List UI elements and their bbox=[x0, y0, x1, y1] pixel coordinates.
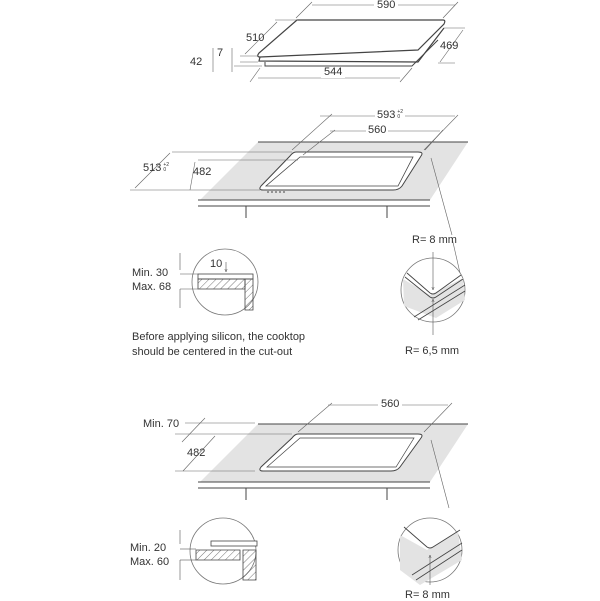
dim-depth-482-standard: 482 bbox=[187, 447, 206, 459]
radius-detail-flush bbox=[400, 237, 466, 335]
edge-detail-standard bbox=[179, 517, 258, 585]
worktop-standard bbox=[198, 423, 468, 500]
dim-width-544: 544 bbox=[321, 67, 346, 78]
edge-detail-flush bbox=[179, 248, 259, 316]
radius-detail-standard bbox=[397, 517, 463, 585]
worktop-max-60: Max. 60 bbox=[130, 556, 170, 568]
dim-width-560-standard: 560 bbox=[378, 399, 403, 410]
centering-note: Before applying silicon, the cooktop sho… bbox=[132, 331, 306, 358]
front-min-70: Min. 70 bbox=[143, 418, 180, 430]
radius-8-flush: R= 8 mm bbox=[412, 234, 457, 246]
dim-depth-469: 469 bbox=[440, 40, 459, 52]
dimension-lines-standard bbox=[175, 402, 453, 509]
worktop-max-68: Max. 68 bbox=[132, 281, 172, 293]
radius-8-standard: R= 8 mm bbox=[405, 589, 450, 601]
worktop-min-20: Min. 20 bbox=[130, 542, 167, 554]
dim-width-590: 590 bbox=[374, 0, 399, 11]
cooktop-outline bbox=[257, 19, 446, 67]
worktop-min-30: Min. 30 bbox=[132, 267, 169, 279]
radius-6-5-flush: R= 6,5 mm bbox=[405, 345, 460, 357]
dim-width-560: 560 bbox=[366, 124, 389, 136]
dimension-lines-top bbox=[212, 1, 465, 83]
dim-thickness-7: 7 bbox=[217, 47, 224, 59]
dim-height-42: 42 bbox=[190, 56, 203, 68]
dim-depth-510: 510 bbox=[246, 32, 265, 44]
dim-depth-482: 482 bbox=[193, 166, 212, 178]
dim-gap-10: 10 bbox=[210, 258, 223, 270]
worktop-flush bbox=[198, 141, 468, 218]
